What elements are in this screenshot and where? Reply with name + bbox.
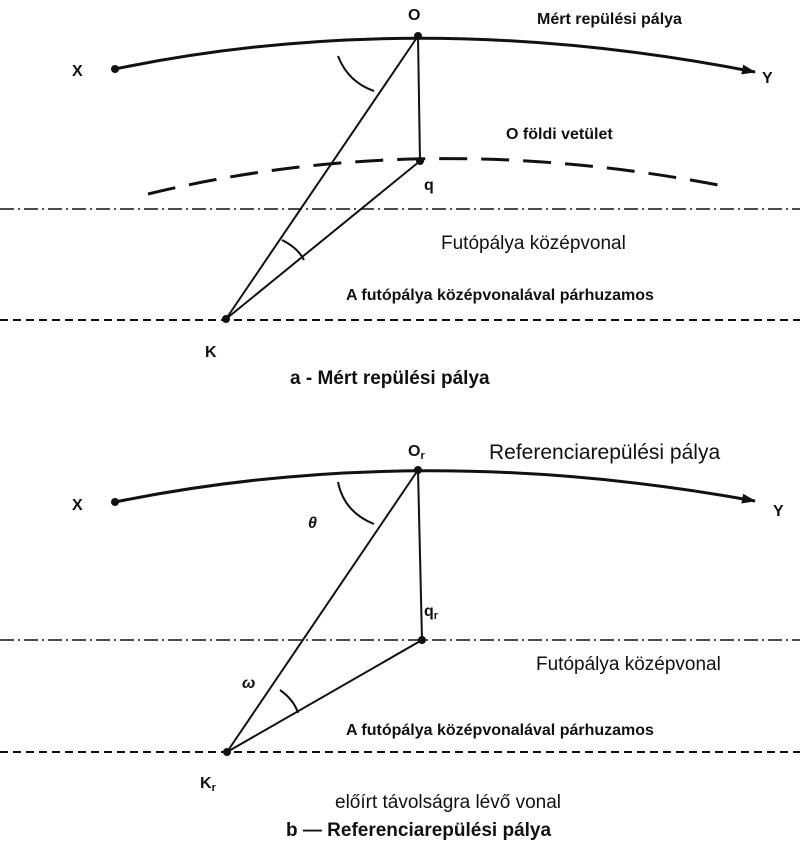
line-or-kr	[226, 469, 419, 753]
point-x-dot	[111, 65, 119, 73]
label-angle-omega: ω	[242, 675, 255, 692]
angle-arc-omega	[279, 689, 299, 714]
angle-arc-theta	[337, 481, 375, 525]
line-q-k	[225, 160, 421, 320]
label-point-qr: qr	[424, 603, 439, 622]
label-reference-flight-path: Referenciarepülési pálya	[489, 441, 720, 464]
line-or-qr	[417, 469, 423, 641]
point-qr-dot	[418, 636, 426, 644]
angle-arc-at-o	[337, 55, 375, 92]
label-distance-line: előírt távolságra lévő vonal	[335, 792, 561, 813]
label-point-x: X	[72, 63, 83, 80]
label-point-x: X	[72, 497, 83, 514]
line-o-k	[225, 35, 419, 320]
label-parallel-line: A futópálya középvonalával párhuzamos	[346, 722, 654, 739]
panel-a: O X Y Mért repülési pálya O földi vetüle…	[0, 7, 800, 389]
label-point-or: Or	[408, 443, 425, 462]
label-point-k: K	[205, 344, 217, 361]
label-point-o: O	[408, 7, 420, 24]
panel-b: Or X Y Referenciarepülési pálya θ qr Fut…	[0, 441, 800, 841]
label-point-kr: Kr	[200, 775, 217, 794]
caption-panel-b: b — Referenciarepülési pálya	[286, 820, 551, 841]
angle-arc-at-k	[281, 239, 305, 261]
label-point-y: Y	[773, 503, 784, 520]
measured-flight-path-curve	[114, 36, 756, 75]
point-x-dot	[111, 498, 119, 506]
line-qr-kr	[226, 639, 423, 753]
label-runway-centerline: Futópálya középvonal	[441, 233, 626, 254]
label-ground-projection: O földi vetület	[506, 126, 613, 143]
label-point-y: Y	[762, 70, 773, 87]
line-o-q	[417, 35, 421, 162]
label-angle-theta: θ	[308, 515, 317, 532]
label-measured-flight-path: Mért repülési pálya	[537, 11, 682, 28]
caption-panel-a: a - Mért repülési pálya	[290, 368, 490, 389]
label-parallel-line: A futópálya középvonalával párhuzamos	[346, 287, 654, 304]
reference-flight-path-curve	[114, 469, 756, 504]
point-k-dot	[222, 315, 230, 323]
label-runway-centerline: Futópálya középvonal	[536, 654, 721, 675]
point-kr-dot	[223, 748, 231, 756]
label-point-q: q	[424, 177, 434, 194]
